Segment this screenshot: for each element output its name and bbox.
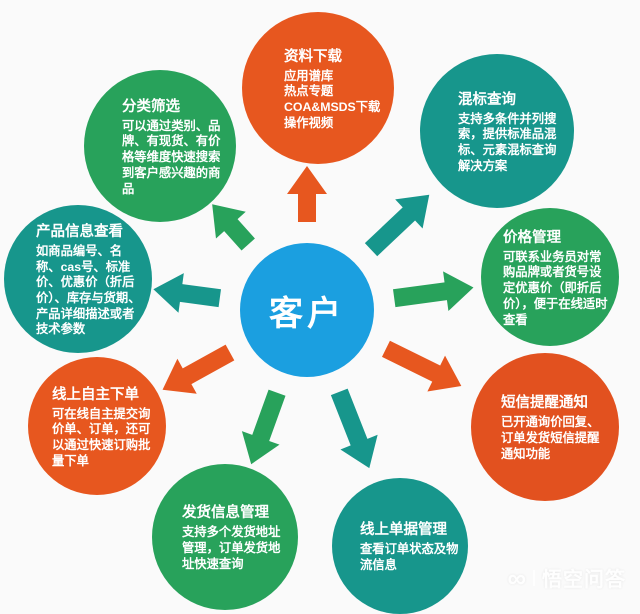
node-data-download: 资料下载 应用谱库 热点专题 COA&MSDS下载 操作视频 [242,12,394,164]
node-body: 查看订单状态及物流信息 [360,542,459,572]
arrow-down-steep-left-icon [241,389,286,465]
arrow-right-icon [393,271,474,312]
arrow-down-steep-right-icon [330,388,378,469]
wukong-logo-icon: ∞ [507,562,526,593]
node-price-management: 价格管理 可联系业务员对常购品牌或者货号设定优惠价（即折后价），便于在线适时查看 [481,208,619,346]
node-body: 支持多个发货地址管理，订单发货地址快速查询 [182,525,281,571]
node-title: 价格管理 [503,229,561,246]
node-title: 资料下载 [284,48,342,65]
watermark: ∞ 悟空问答 [507,563,626,592]
node-title: 产品信息查看 [36,223,123,240]
node-title: 短信提醒通知 [501,395,588,412]
node-product-info: 产品信息查看 如商品编号、名称、cas号、标准价、优惠价（折后价）、库存与货期、… [4,205,152,353]
node-mix-standard-query: 混标查询 支持多条件并列搜索，提供标准品混标、元素混标查询解决方案 [420,54,574,208]
node-title: 分类筛选 [122,98,180,115]
node-sms-notification: 短信提醒通知 已开通询价回复、订单发货短信提醒通知功能 [471,353,619,501]
arrow-left-icon [153,273,221,313]
node-body: 已开通询价回复、订单发货短信提醒通知功能 [501,415,600,461]
watermark-divider [533,569,535,586]
node-title: 混标查询 [458,91,516,108]
arrow-up-left-icon [212,204,255,251]
node-body: 可在线自主提交询价单、订单，还可以通过快速订购批量下单 [52,406,151,468]
center-label: 客户 [269,294,345,333]
node-online-ordering: 线上自主下单 可在线自主提交询价单、订单，还可以通过快速订购批量下单 [28,357,166,495]
node-body: 支持多条件并列搜索，提供标准品混标、元素混标查询解决方案 [458,111,557,173]
arrow-down-left-icon [162,344,235,394]
arrow-up-icon [287,166,327,222]
node-shipping-info: 发货信息管理 支持多个发货地址管理，订单发货地址快速查询 [152,464,298,610]
node-online-documents: 线上单据管理 查看订单状态及物流信息 [332,478,468,614]
node-body: 可以通过类别、品牌、有现货、有价格等维度快速搜索到客户感兴趣的商品 [122,118,221,196]
node-title: 发货信息管理 [182,505,269,522]
node-body: 应用谱库 热点专题 COA&MSDS下载 操作视频 [284,68,381,130]
node-category-filter: 分类筛选 可以通过类别、品牌、有现货、有价格等维度快速搜索到客户感兴趣的商品 [84,70,236,222]
arrow-up-right-icon [364,194,430,257]
arrow-down-right-icon [381,340,462,392]
node-title: 线上单据管理 [360,522,447,539]
watermark-text: 悟空问答 [542,569,626,591]
node-body: 可联系业务员对常购品牌或者货号设定优惠价（即折后价），便于在线适时查看 [503,249,608,327]
node-title: 线上自主下单 [52,386,139,403]
node-body: 如商品编号、名称、cas号、标准价、优惠价（折后价）、库存与货期、产品详细描述或… [36,243,141,337]
center-customer-node: 客户 [240,243,374,377]
